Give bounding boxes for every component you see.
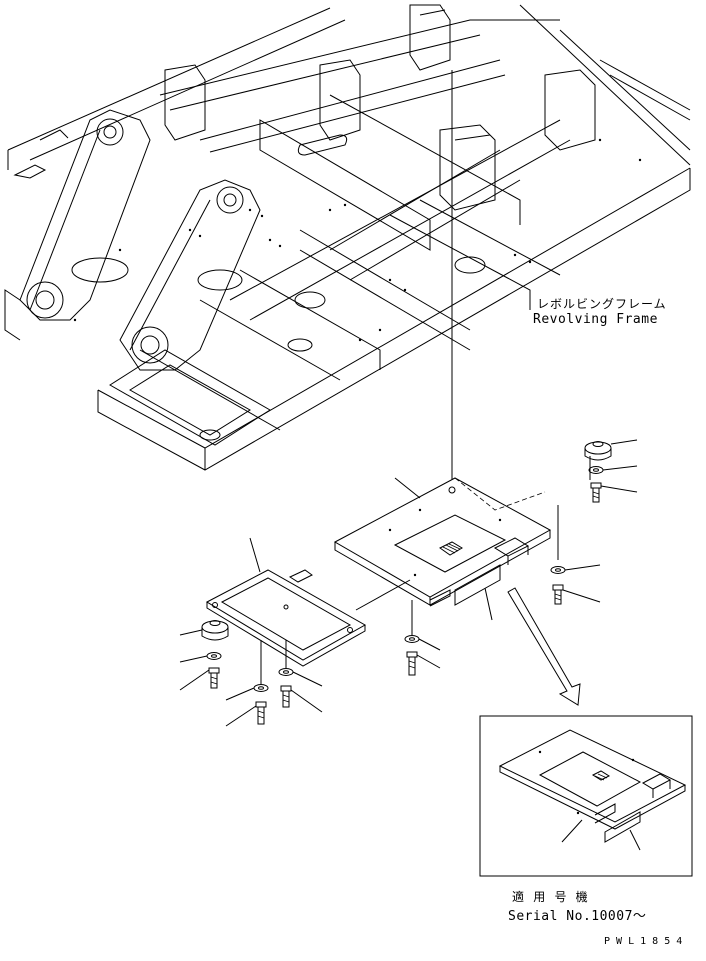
frame-label-japanese: レボルビングフレーム <box>537 297 667 311</box>
washer-left-3 <box>278 668 294 676</box>
inset-box <box>479 715 693 877</box>
bolt-left-2 <box>255 701 267 725</box>
washer-left <box>206 652 222 660</box>
washer-left-2 <box>253 684 269 692</box>
small-cover-plate <box>205 569 367 667</box>
bolt-left <box>208 667 220 689</box>
inset-arrow <box>507 587 581 706</box>
bolt-left-3 <box>280 685 292 708</box>
drawing-code: P W L 1 8 5 4 <box>604 936 683 947</box>
frame-label-english: Revolving Frame <box>533 312 658 327</box>
washer-right <box>588 466 604 474</box>
main-cover-plate <box>333 477 552 607</box>
serial-label-english: Serial No.10007～ <box>508 909 647 924</box>
bolt-right <box>590 482 602 503</box>
bolt-center <box>406 651 418 676</box>
rubber-mount-right <box>584 441 612 461</box>
revolving-frame <box>4 4 691 471</box>
washer-center <box>404 635 420 643</box>
rubber-mount-left <box>201 620 229 641</box>
washer-right-mid <box>550 566 566 574</box>
serial-label-japanese: 適 用 号 機 <box>512 890 589 904</box>
bolt-right-mid <box>552 584 564 605</box>
mesh-grid <box>439 541 463 556</box>
